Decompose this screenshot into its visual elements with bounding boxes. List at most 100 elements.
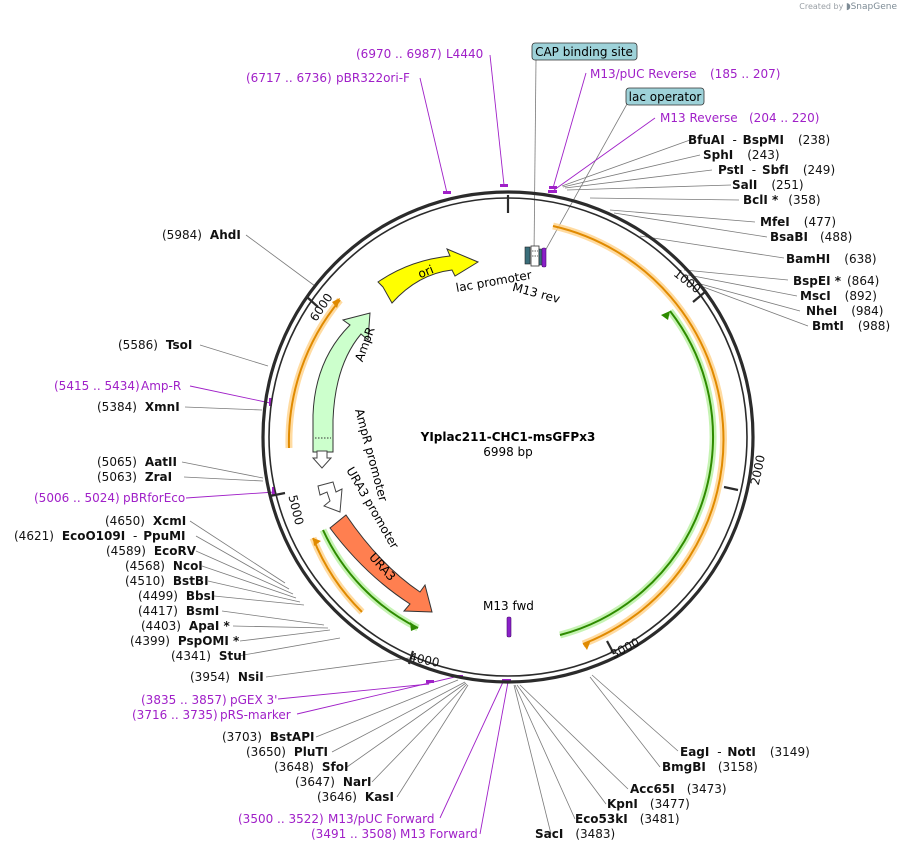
label-span: (5063) <box>97 470 137 484</box>
label-span: NotI <box>727 745 756 759</box>
label-span: (243) <box>747 148 779 162</box>
label-span: EcoRV <box>154 544 197 558</box>
primer-pbrforeco-name: pBRforEco <box>123 491 185 505</box>
label-span: MfeI <box>760 215 790 229</box>
label-span: Eco53kI <box>575 812 628 826</box>
cap-binding-site-label: CAP binding site <box>535 45 633 59</box>
label-text: BsaBI(488) <box>770 230 852 244</box>
primer-pgex3-range: (3835 .. 3857) <box>141 693 227 707</box>
orf-arcs <box>285 222 727 650</box>
label-span: PspOMI * <box>178 634 240 648</box>
label-span: BspMI <box>743 133 784 147</box>
label-text: (4510) BstBI <box>125 574 209 588</box>
label-span: SacI <box>535 827 563 841</box>
label-text: (4568) NcoI <box>125 559 203 573</box>
label-span: BbsI <box>186 589 215 603</box>
m13-fwd-label: M13 fwd <box>483 599 534 613</box>
primer-m13puc-rev-range: (185 .. 207) <box>710 67 780 81</box>
m13-rev-label: M13 rev <box>511 280 562 306</box>
tick-label-3000: 3000 <box>608 635 642 662</box>
label-span: XmnI <box>145 400 180 414</box>
cap-site-mark <box>524 246 531 265</box>
credit-brand: SnapGene <box>850 2 897 12</box>
label-span: BstBI <box>173 574 209 588</box>
label-span: PluTI <box>294 745 328 759</box>
label-text: MscI(892) <box>800 289 877 303</box>
label-text: (5065)AatII <box>97 455 177 469</box>
label-span: SalI <box>732 178 757 192</box>
primer-m13-reverse-name: M13 Reverse <box>660 111 738 125</box>
enzyme-name: BfuAI <box>688 133 725 147</box>
label-span: (5065) <box>97 455 137 469</box>
label-text: (3648) SfoI <box>274 760 348 774</box>
label-text: SalI(251) <box>732 178 804 192</box>
label-text: BamHI(638) <box>786 252 877 266</box>
label-text: (3954)NsiI <box>190 670 264 684</box>
label-span: BclI * <box>743 193 779 207</box>
cap-binding-site-box[interactable]: CAP binding site <box>531 42 638 61</box>
ori-feature[interactable]: ori <box>377 248 480 304</box>
label-span: - <box>133 529 137 543</box>
lac-operator-box[interactable]: lac operator <box>625 87 705 106</box>
label-span: (3158) <box>718 760 758 774</box>
label-span: (4510) <box>125 574 165 588</box>
label-span: StuI <box>219 649 246 663</box>
m13-rev-mark <box>541 247 547 268</box>
label-span: (4341) <box>171 649 211 663</box>
label-span: XcmI <box>153 514 186 528</box>
label-span: BstAPI <box>270 730 315 744</box>
label-span: (3648) <box>274 760 314 774</box>
m13-fwd-mark <box>506 616 512 638</box>
label-text: BclI *(358) <box>743 193 821 207</box>
primer-m13puc-fwd-range: (3500 .. 3522) <box>238 812 324 826</box>
label-text: (3646)KasI <box>317 790 394 804</box>
label-text: SacI (3483) <box>535 827 615 841</box>
primer-prs-name: pRS-marker <box>220 708 291 722</box>
label-span: (638) <box>844 252 876 266</box>
label-text: (5384)XmnI <box>97 400 180 414</box>
label-span: (892) <box>845 289 877 303</box>
label-span: (3954) <box>190 670 230 684</box>
label-span: TsoI <box>166 338 192 352</box>
label-text: (5984)AhdI <box>162 228 241 242</box>
label-span: NheI <box>806 304 837 318</box>
label-text: EagI - NotI(3149) <box>680 745 810 759</box>
label-text: Acc65I(3473) <box>630 782 727 796</box>
label-span: (3650) <box>246 745 286 759</box>
label-text: (4650) XcmI <box>105 514 186 528</box>
lac-operator-mark <box>538 248 543 266</box>
label-span: (864) <box>847 274 879 288</box>
primer-m13-reverse-range: (204 .. 220) <box>749 111 819 125</box>
label-text: KpnI(3477) <box>607 797 690 811</box>
label-span: (477) <box>804 215 836 229</box>
label-span: (4650) <box>105 514 145 528</box>
ampr-feature[interactable]: AmpR <box>312 312 378 453</box>
label-span: (4568) <box>125 559 165 573</box>
plasmid-name: YIplac211-CHC1-msGFPx3 <box>420 430 596 444</box>
label-span: - <box>752 163 756 177</box>
primer-l4440-name: L4440 <box>446 47 483 61</box>
label-span: (3149) <box>770 745 810 759</box>
snapgene-logo-icon: ◗ <box>845 2 851 12</box>
label-span: (3481) <box>640 812 680 826</box>
label-text: (4621)EcoO109I - PpuMI <box>14 529 186 543</box>
label-text: BfuAI - BspMI(238) <box>688 133 830 147</box>
tick-label-4000: 4000 <box>408 650 441 670</box>
lac-region[interactable] <box>524 245 547 268</box>
label-span: PpuMI <box>143 529 185 543</box>
label-span: PstI <box>718 163 744 177</box>
primer-pgex3-name: pGEX 3' <box>230 693 277 707</box>
label-span: (3703) <box>222 730 262 744</box>
label-text: BspEI *(864) <box>793 274 879 288</box>
label-text: (4499)BbsI <box>138 589 215 603</box>
primer-l4440-range: (6970 .. 6987) <box>356 47 442 61</box>
leader-lines <box>181 59 809 835</box>
label-span: BsmI <box>186 604 219 618</box>
label-span: (3483) <box>575 827 615 841</box>
label-span: SfoI <box>322 760 349 774</box>
enzymes-right: BfuAI - BspMI(238) SphI(243) PstI - SbfI… <box>688 133 890 333</box>
primer-labels: (6970 .. 6987) L4440 (6717 .. 6736) pBR3… <box>34 47 819 841</box>
label-span: Acc65I <box>630 782 675 796</box>
label-span: NcoI <box>173 559 203 573</box>
